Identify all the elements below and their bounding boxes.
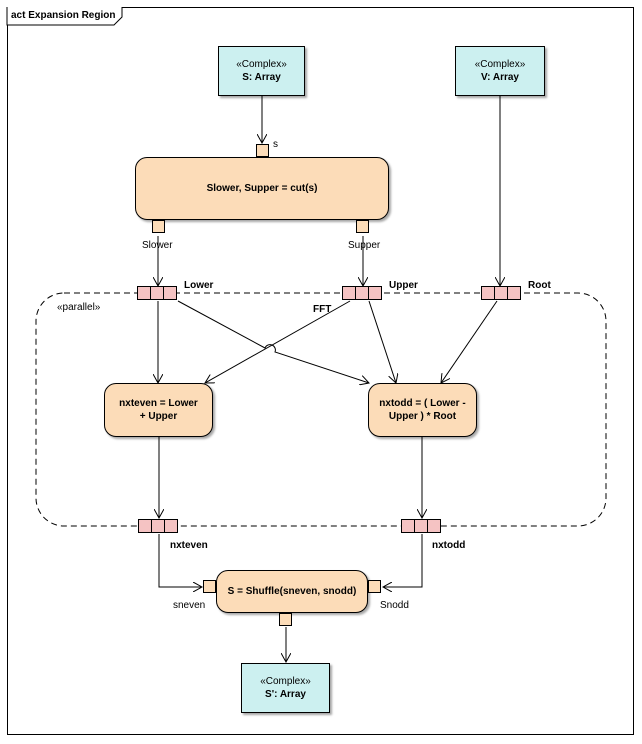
expansion-node-nxteven[interactable]	[138, 519, 178, 533]
expansion-node-root[interactable]	[481, 286, 521, 300]
input-pin-sneven[interactable]	[203, 580, 216, 593]
flow-upper-to-nxteven[interactable]	[205, 300, 351, 383]
pin-label-s: s	[273, 139, 278, 150]
expansion-node-label-nxtodd: nxtodd	[432, 540, 466, 551]
action-nxtodd[interactable]: nxtodd = ( Lower - Upper ) * Root	[368, 383, 477, 437]
input-pin-s[interactable]	[256, 144, 269, 157]
object-name: V: Array	[481, 72, 519, 83]
expansion-node-label-nxteven: nxteven	[170, 540, 208, 551]
flow-root-to-nxtodd[interactable]	[441, 300, 498, 383]
pin-label-sneven: sneven	[173, 600, 206, 611]
expansion-node-upper[interactable]	[342, 286, 382, 300]
output-pin-s[interactable]	[279, 613, 292, 626]
frame-title-tab	[6, 7, 123, 26]
action-label: S = Shuffle(sneven, snodd)	[227, 586, 357, 597]
object-node-s-prime-array[interactable]: «Complex» S': Array	[241, 663, 330, 713]
action-cut[interactable]: Slower, Supper = cut(s)	[135, 157, 389, 220]
output-pin-supper[interactable]	[356, 220, 369, 233]
frame-title: act Expansion Region	[11, 10, 116, 21]
object-stereotype: «Complex»	[236, 59, 287, 70]
expansion-node-label-lower: Lower	[184, 280, 214, 291]
pin-label-snodd: Snodd	[380, 600, 409, 611]
input-pin-snodd[interactable]	[368, 580, 381, 593]
expansion-region[interactable]	[35, 292, 607, 527]
expansion-node-label-root: Root	[528, 280, 551, 291]
flow-nxtodd-to-snodd[interactable]	[383, 534, 423, 587]
output-pin-slower[interactable]	[152, 220, 165, 233]
object-name: S': Array	[265, 689, 306, 700]
object-node-v-array[interactable]: «Complex» V: Array	[455, 46, 545, 96]
expansion-node-label-upper: Upper	[389, 280, 418, 291]
pin-label-supper: Supper	[348, 240, 381, 251]
activity-frame	[7, 7, 634, 735]
expansion-node-nxtodd[interactable]	[401, 519, 441, 533]
action-nxteven[interactable]: nxteven = Lower + Upper	[104, 383, 213, 437]
flow-nxteven-to-sneven[interactable]	[158, 534, 202, 587]
flow-lower-to-nxtodd[interactable]	[177, 300, 369, 383]
action-label: nxteven = Lower + Upper	[119, 398, 198, 422]
flow-upper-to-nxtodd[interactable]	[368, 300, 396, 383]
edge-label-fft: FFT	[313, 304, 332, 315]
action-shuffle[interactable]: S = Shuffle(sneven, snodd)	[216, 570, 368, 613]
object-stereotype: «Complex»	[260, 676, 311, 687]
object-stereotype: «Complex»	[474, 59, 526, 70]
object-node-s-array[interactable]: «Complex» S: Array	[218, 46, 305, 96]
region-keyword: «parallel»	[57, 302, 101, 313]
object-name: S: Array	[242, 72, 281, 83]
action-label: Slower, Supper = cut(s)	[206, 183, 318, 194]
action-label: nxtodd = ( Lower - Upper ) * Root	[379, 398, 466, 422]
pin-label-slower: Slower	[142, 240, 173, 251]
expansion-node-lower[interactable]	[137, 286, 177, 300]
